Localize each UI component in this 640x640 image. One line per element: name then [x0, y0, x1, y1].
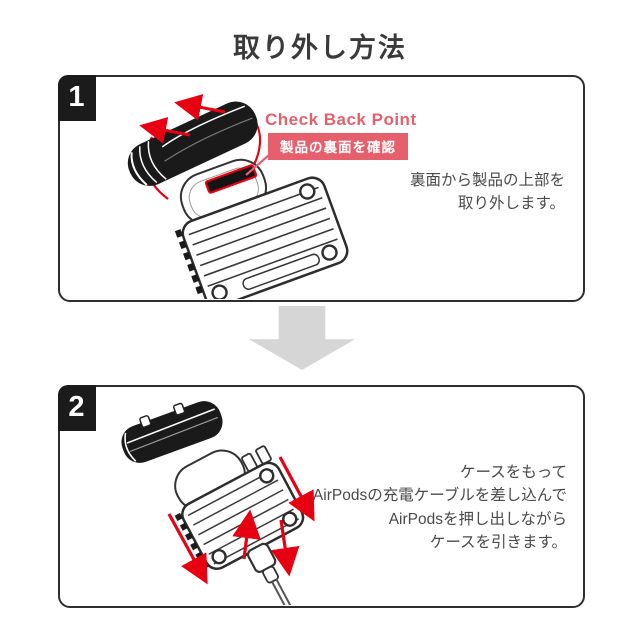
step2-cable-push-illustration — [121, 401, 315, 605]
case-bottom-with-airpods — [174, 158, 349, 299]
step1-case-lid-removal-illustration — [127, 94, 349, 299]
step1-description: 裏面から製品の上部を 取り外します。 — [410, 169, 565, 216]
callout-leader-line — [245, 154, 270, 176]
back-check-slot — [204, 164, 258, 194]
step2-number: 2 — [68, 391, 85, 423]
push-out-arrow-icon — [232, 509, 261, 560]
down-arrow-icon — [249, 306, 355, 370]
step2-number-badge: 2 — [57, 384, 96, 431]
step2-description: ケースをもって AirPodsの充電ケーブルを差し込んで AirPodsを押し出… — [313, 461, 567, 554]
back-check-badge: 製品の裏面を確認 — [268, 133, 408, 160]
step1-description-line: 裏面から製品の上部を — [409, 172, 565, 189]
step2-description-line: ケースを引きます。 — [429, 533, 567, 551]
pull-arrow-icon — [270, 519, 300, 577]
step1-number: 1 — [68, 81, 85, 113]
step1-number-badge: 1 — [57, 74, 96, 121]
charging-cable — [246, 542, 299, 605]
page-title: 取り外し方法 — [233, 33, 407, 63]
pull-arrow-icon — [278, 456, 315, 522]
step2-description-line: ケースをもって — [460, 464, 567, 481]
slide-arrow-icon — [139, 117, 191, 144]
slide-arrow-icon — [174, 94, 226, 121]
case-lid-top — [127, 101, 258, 186]
step2-description-line: AirPodsを押し出しながら — [388, 510, 567, 528]
pull-arrow-icon — [167, 513, 208, 585]
step2-panel: 2 — [57, 384, 585, 608]
step1-description-line: 取り外します。 — [458, 195, 565, 213]
check-back-point-label: Check Back Point — [265, 110, 417, 129]
step1-panel: 1 — [57, 74, 585, 302]
case-lid-top — [121, 401, 223, 463]
step2-description-line: AirPodsの充電ケーブルを差し込んで — [312, 487, 567, 505]
